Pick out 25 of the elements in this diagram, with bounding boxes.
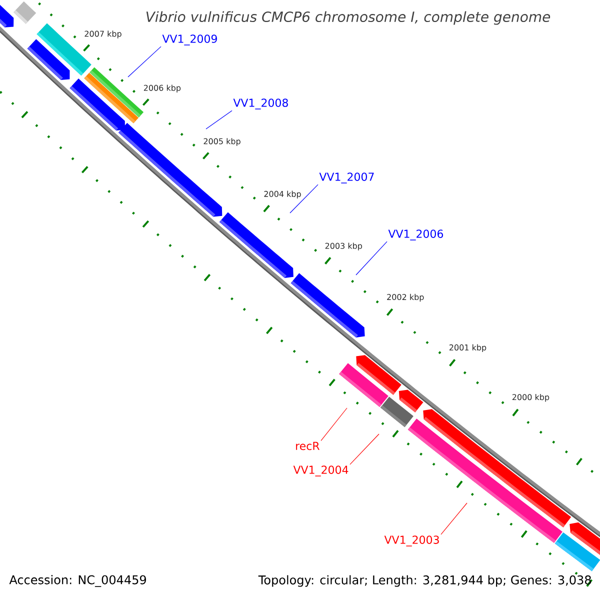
tick-label: 2000 kbp: [512, 394, 550, 402]
gene-label: VV1_2008: [233, 98, 288, 110]
gene-label: VV1_2003: [384, 536, 439, 546]
tick-label: 2002 kbp: [387, 294, 424, 302]
leader-line: [440, 502, 468, 535]
leader-line: [320, 408, 348, 441]
leader-line: [356, 241, 388, 276]
gene-label: VV1_2007: [319, 172, 374, 184]
gene-label: VV1_2004: [293, 466, 348, 476]
tick-label: 2004 kbp: [264, 190, 301, 198]
leader-line: [128, 46, 162, 78]
leader-line: [350, 434, 380, 465]
footer-text: Topology: circular; Length: 3,281,944 bp; Genes: 3,038: [258, 575, 591, 587]
tick-label: 2003 kbp: [325, 242, 362, 250]
leader-line: [206, 110, 232, 130]
tick-label: 2007 kbp: [84, 30, 122, 38]
title: Vibrio vulnificus CMCP6 chromosome I, complete genome: [146, 11, 550, 25]
footer-text: Accession: NC_004459: [9, 575, 146, 587]
gene-label: VV1_2009: [162, 34, 217, 46]
gene-label: recR: [296, 442, 320, 450]
tick-label: 2005 kbp: [204, 138, 240, 146]
tick-label: 2006 kbp: [144, 84, 181, 92]
leader-line: [290, 184, 318, 214]
tick-label: 2001 kbp: [449, 344, 486, 352]
gene-label: VV1_2006: [388, 230, 444, 240]
